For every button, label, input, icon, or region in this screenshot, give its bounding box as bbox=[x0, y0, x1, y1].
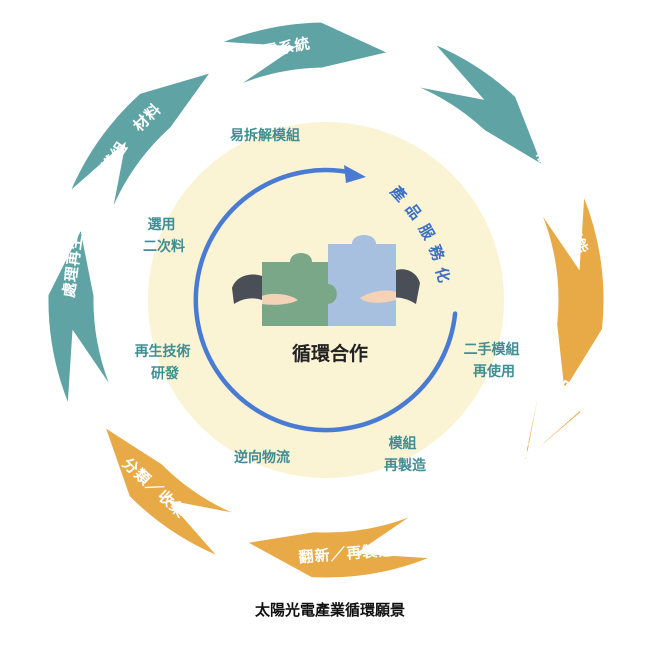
label-line: 模組 bbox=[389, 435, 417, 452]
product-service-char: 化 bbox=[432, 265, 453, 284]
puzzle-handshake-icon bbox=[232, 235, 420, 326]
circular-arrow-icon bbox=[193, 165, 458, 433]
ring-segment bbox=[47, 228, 112, 405]
ring-segment bbox=[523, 390, 583, 462]
label-line: 二手模組 bbox=[464, 341, 520, 358]
label-reuse: 二手模組 再使用 bbox=[464, 341, 525, 380]
ring-segment bbox=[104, 426, 236, 557]
label-remanufacture: 模組 再製造 bbox=[384, 435, 426, 474]
ring-segment bbox=[245, 514, 431, 579]
ring-segment bbox=[540, 195, 605, 393]
ring-segment bbox=[221, 21, 390, 86]
label-reverse-logistics: 逆向物流 bbox=[234, 449, 290, 466]
label-line: 研發 bbox=[151, 365, 180, 382]
diagram-caption: 太陽光電產業循環願景 bbox=[255, 601, 405, 619]
ring-segment bbox=[69, 71, 212, 210]
label-line: 再製造 bbox=[384, 457, 426, 474]
label-line: 選用 bbox=[148, 217, 176, 233]
outer-ring bbox=[47, 21, 605, 579]
label-recycling-tech: 再生技術 研發 bbox=[135, 343, 196, 382]
label-secondary-material: 選用 二次料 bbox=[143, 217, 185, 255]
ring-segment bbox=[416, 43, 544, 167]
label-line: 二次料 bbox=[143, 238, 185, 255]
label-disassembly: 易拆解模組 bbox=[230, 127, 300, 144]
label-line: 再使用 bbox=[473, 363, 515, 380]
label-line: 再生技術 bbox=[135, 343, 191, 360]
center-title: 循環合作 bbox=[292, 342, 368, 365]
